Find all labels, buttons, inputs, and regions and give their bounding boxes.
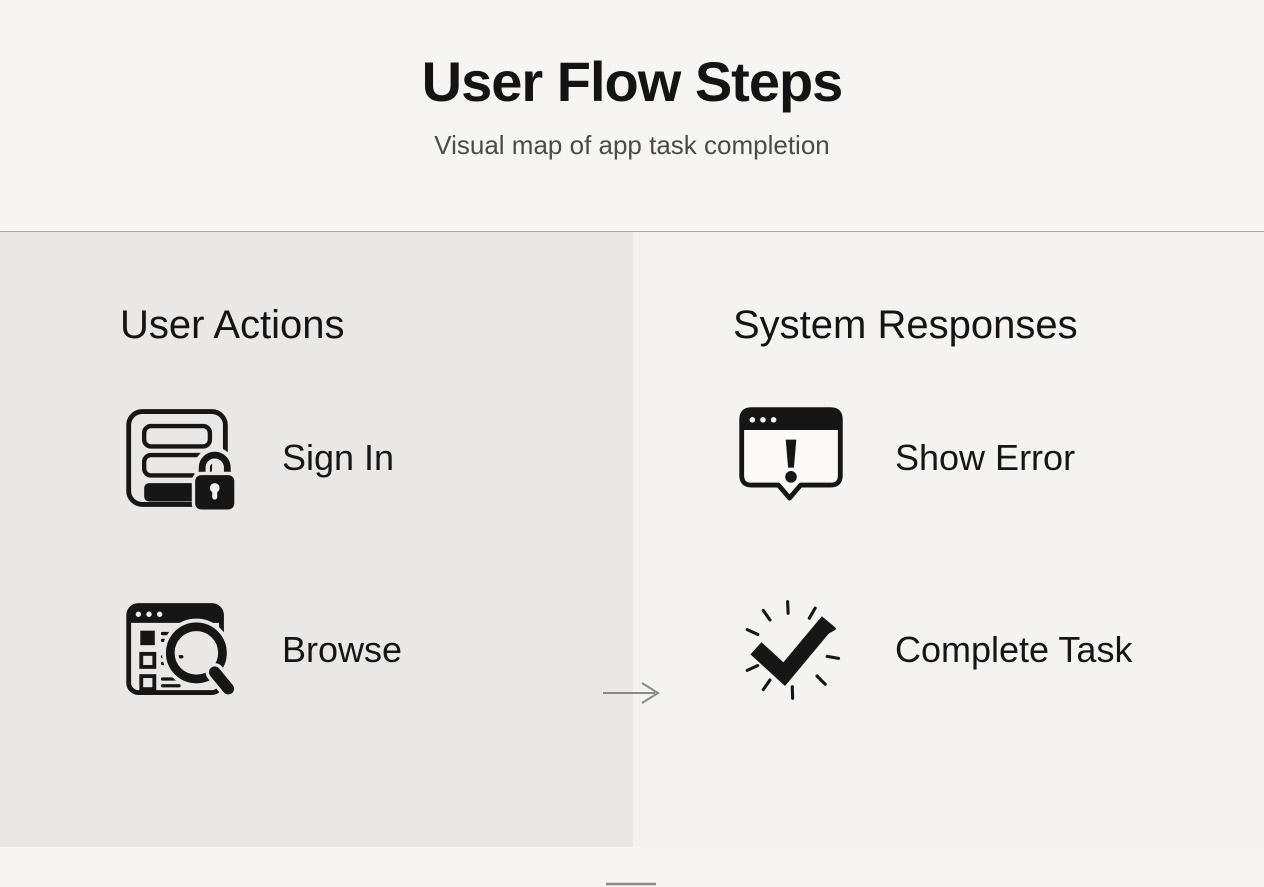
flow-item-complete-task: Complete Task bbox=[733, 592, 1264, 708]
flow-item-label: Sign In bbox=[282, 437, 394, 479]
error-dialog-icon bbox=[733, 400, 849, 516]
page-title: User Flow Steps bbox=[0, 0, 1264, 112]
sign-in-form-lock-icon bbox=[120, 400, 236, 516]
system-responses-heading: System Responses bbox=[733, 302, 1264, 348]
page-subtitle: Visual map of app task completion bbox=[0, 130, 1264, 160]
flow-item-browse: Browse bbox=[120, 592, 633, 708]
flow-item-label: Browse bbox=[282, 629, 402, 671]
system-responses-column: System Responses Show Error bbox=[633, 232, 1264, 847]
flow-item-sign-in: Sign In bbox=[120, 400, 633, 516]
header: User Flow Steps Visual map of app task c… bbox=[0, 0, 1264, 232]
browser-search-icon bbox=[120, 592, 236, 708]
flow-map: User Actions Sign In bbox=[0, 232, 1264, 847]
flow-item-show-error: Show Error bbox=[733, 400, 1264, 516]
user-flow-diagram: User Flow Steps Visual map of app task c… bbox=[0, 0, 1264, 848]
flow-item-label: Show Error bbox=[895, 437, 1075, 479]
checkmark-burst-icon bbox=[733, 592, 849, 708]
user-actions-heading: User Actions bbox=[120, 302, 633, 348]
flow-item-label: Complete Task bbox=[895, 629, 1132, 671]
line-browse-to-complete-task bbox=[605, 881, 657, 887]
user-actions-column: User Actions Sign In bbox=[0, 232, 633, 847]
arrow-sign-in-to-show-error bbox=[601, 680, 663, 706]
